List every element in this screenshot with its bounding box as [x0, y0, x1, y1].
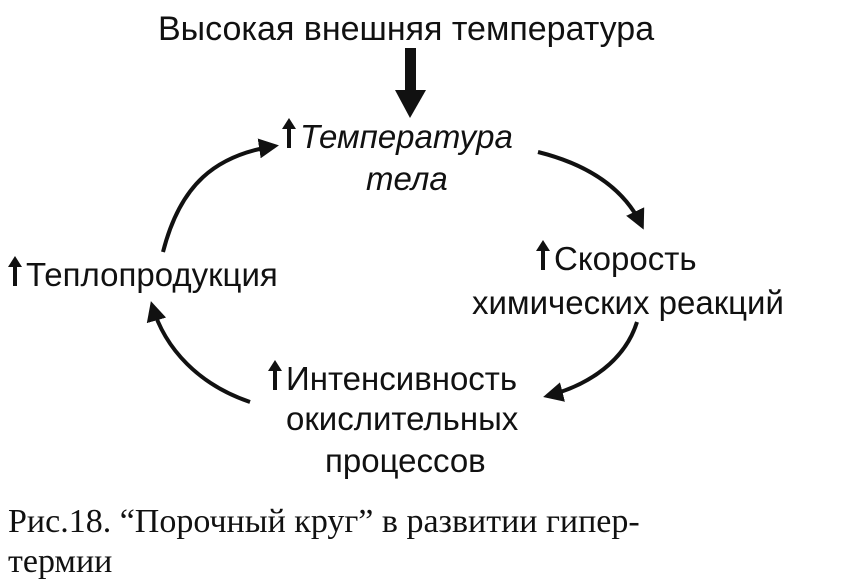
oxidation-intensity-label: Интенсивность — [268, 360, 517, 395]
figure-caption-line1: Рис.18. “Порочный круг” в развитии гипер… — [8, 503, 640, 540]
heat-production-label: Теплопродукция — [8, 256, 278, 291]
arrow-oxidation-to-heatproduction — [146, 301, 251, 404]
up-arrow-icon — [536, 240, 550, 270]
down-arrow-icon — [395, 48, 426, 118]
up-arrow-icon — [268, 360, 282, 390]
oxidation-intensity-line3: процессов — [325, 442, 486, 479]
arrow-heatproduction-to-temp — [161, 138, 279, 253]
reaction-speed-line2: химических реакций — [472, 284, 784, 321]
reaction-speed-line1: Скорость — [554, 240, 697, 277]
external-temperature-label: Высокая внешняя температура — [158, 10, 655, 48]
oxidation-intensity-line2: окислительных — [286, 400, 519, 437]
arrow-temp-to-reactions — [537, 150, 645, 230]
body-temperature-label: Температура — [282, 118, 513, 153]
arrow-reactions-to-oxidation — [543, 321, 639, 402]
heat-production-text: Теплопродукция — [26, 256, 278, 293]
body-temperature-line2: тела — [366, 160, 448, 197]
oxidation-intensity-line1: Интенсивность — [286, 360, 518, 397]
up-arrow-icon — [282, 118, 296, 148]
reaction-speed-label: Скорость — [536, 240, 697, 275]
figure-caption-line2: термии — [8, 543, 113, 580]
body-temperature-line1: Температура — [300, 118, 513, 155]
up-arrow-icon — [8, 256, 22, 286]
